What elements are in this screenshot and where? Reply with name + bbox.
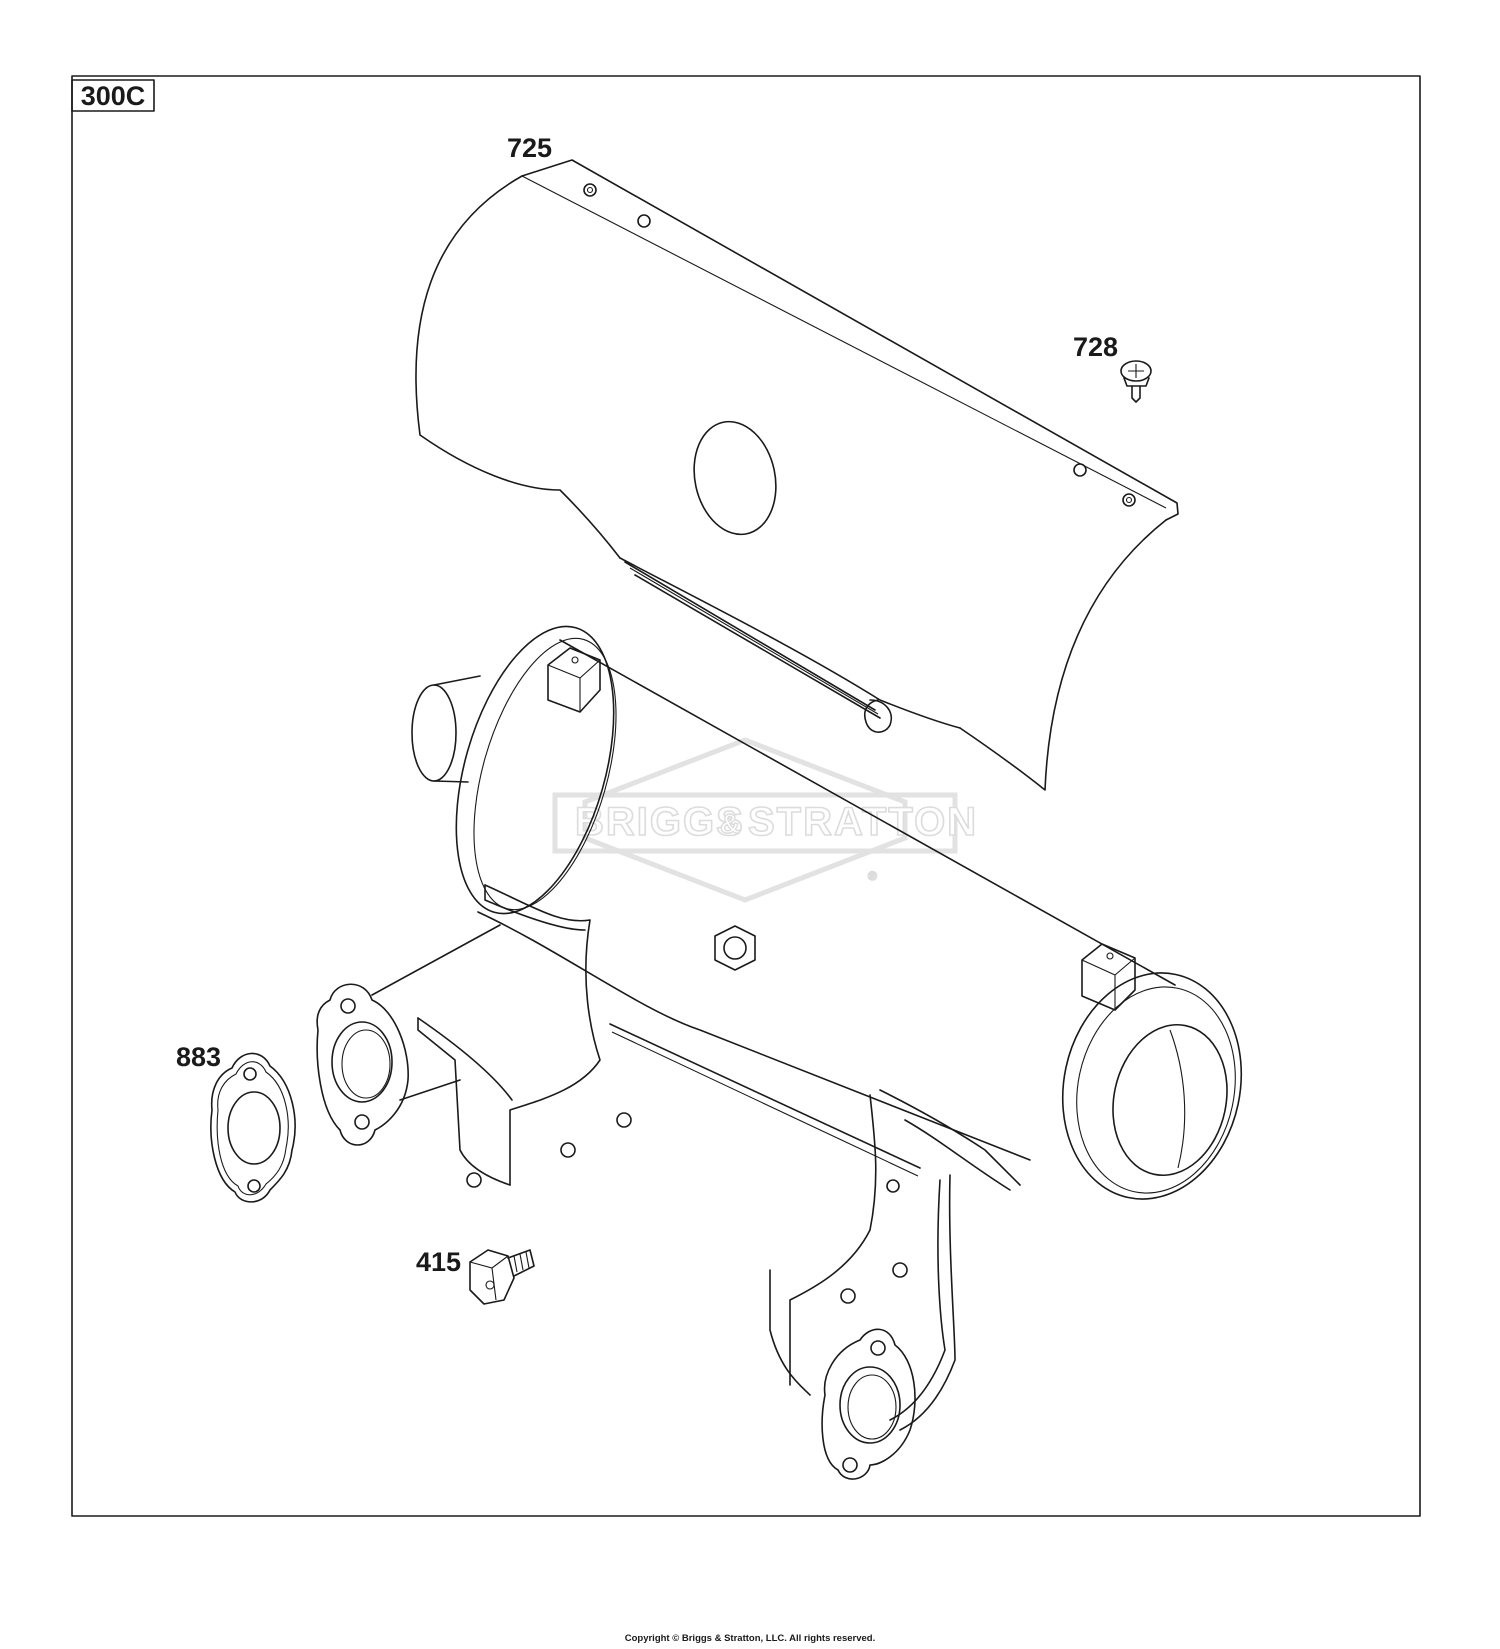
copyright-notice: Copyright © Briggs & Stratton, LLC. All …: [624, 1633, 876, 1644]
bolt-drawing: [469, 1249, 535, 1305]
callout-415: 415: [416, 1247, 461, 1277]
section-tag: 300C: [71, 79, 155, 112]
muffler-drawing: [316, 625, 1243, 1480]
watermark-brand-2: STRATTON: [748, 800, 978, 844]
callout-883: 883: [176, 1042, 221, 1072]
watermark-amp: &: [720, 808, 740, 839]
callout-728: 728: [1073, 332, 1118, 362]
screw-drawing: [1120, 360, 1152, 403]
brand-watermark: BRIGGS & STRATTON ®: [552, 737, 978, 903]
watermark-registered: ®: [868, 869, 877, 883]
section-id: 300C: [81, 81, 146, 111]
heat-shield-drawing: [415, 159, 1179, 791]
callout-725: 725: [507, 133, 552, 163]
diagram-frame: [71, 75, 1421, 1517]
gasket-drawing: [210, 1052, 296, 1203]
watermark-brand-1: BRIGGS: [575, 800, 745, 844]
